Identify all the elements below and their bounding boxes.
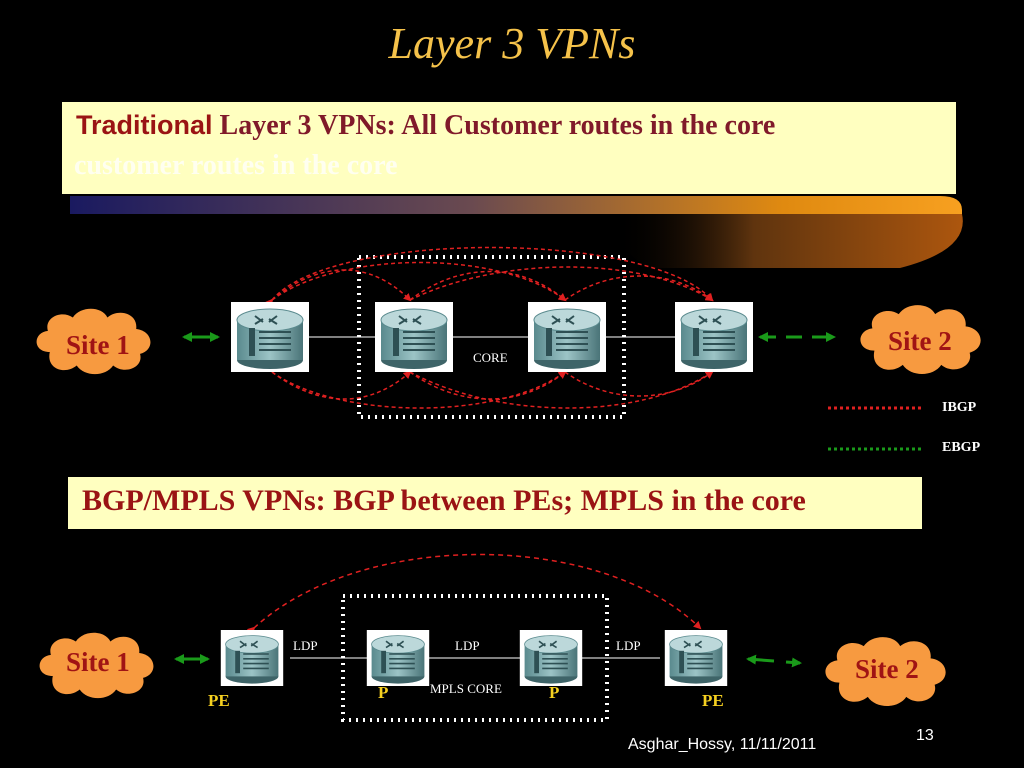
top-heading-prefix: Traditional <box>76 110 213 140</box>
top-heading: Traditional Layer 3 VPNs: All Customer r… <box>76 110 775 142</box>
ldp-label-1: LDP <box>293 638 318 653</box>
ldp-label-3: LDP <box>616 638 641 653</box>
bottom-heading: BGP/MPLS VPNs: BGP between PEs; MPLS in … <box>82 484 806 517</box>
page-number: 13 <box>916 727 934 744</box>
router-top-4 <box>675 302 753 372</box>
router-p-left <box>365 630 431 686</box>
site1-bottom-label: Site 1 <box>66 647 130 677</box>
router-pe-left <box>219 630 285 686</box>
top-heading-ghost: customer routes in the core <box>74 150 398 181</box>
ibgp-sessions-top <box>265 246 714 409</box>
site2-bottom-label: Site 2 <box>855 654 919 684</box>
ebgp-link-bottom-right <box>746 654 775 665</box>
role-p-right: P <box>549 683 560 702</box>
slide-title: Layer 3 VPNs <box>388 19 636 68</box>
role-p-left: P <box>378 683 389 702</box>
role-pe-left: PE <box>208 691 230 710</box>
ebgp-link-bottom-right-tip <box>785 657 802 668</box>
bottom-heading-bar <box>68 477 922 529</box>
legend-ebgp-label: EBGP <box>942 440 981 455</box>
legend-ibgp-label: IBGP <box>942 400 977 415</box>
router-top-1 <box>231 302 309 372</box>
core-label-top: CORE <box>473 350 508 365</box>
router-top-2 <box>375 302 453 372</box>
top-heading-bar <box>62 102 956 194</box>
router-pe-right <box>663 630 729 686</box>
router-p-right <box>518 630 584 686</box>
site1-top-label: Site 1 <box>66 330 130 360</box>
mpls-core-label: MPLS CORE <box>430 681 502 696</box>
site2-top-label: Site 2 <box>888 326 952 356</box>
top-heading-rest: Layer 3 VPNs: All Customer routes in the… <box>212 110 776 141</box>
role-pe-right: PE <box>702 691 724 710</box>
bgp-session-pe-pe <box>246 553 702 636</box>
ldp-label-2: LDP <box>455 638 480 653</box>
router-top-3 <box>528 302 606 372</box>
footer-author-date: Asghar_Hossy, 11/11/2011 <box>628 736 817 753</box>
